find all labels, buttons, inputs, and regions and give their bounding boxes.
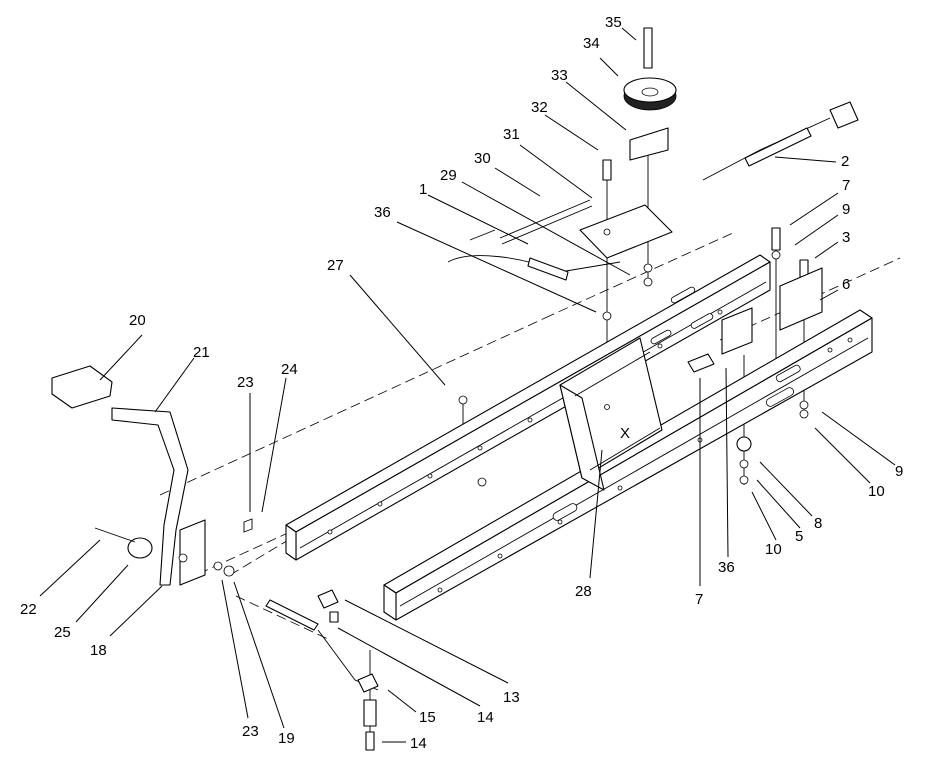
leader-lines [39,27,896,743]
right-hardware [687,227,823,485]
callout-31: 32 [531,99,548,116]
callout-10-center: 10 [765,541,782,558]
cables-and-springs [447,101,859,281]
brake-rod [265,395,487,751]
callout-36: 36 [718,559,735,576]
callout-9-upper: 9 [842,201,850,218]
callout-28: 29 [440,167,457,184]
brake-pedal-assembly [51,365,253,586]
callout-6: 6 [842,276,850,293]
callout-27: 28 [575,583,592,600]
callout-34: 35 [605,14,622,31]
hidden-marker: X [620,425,630,442]
callout-29: 30 [474,150,491,167]
callout-8: 8 [814,515,822,532]
callout-4: 7 [842,177,850,194]
callout-23-upper: 23 [237,374,254,391]
callout-5: 5 [795,528,803,545]
pulley-assembly [579,27,677,321]
callout-7: 7 [695,591,703,608]
callout-32: 33 [551,67,568,84]
callout-1: 1 [419,181,427,198]
centerlines [159,140,901,735]
callout-10-right: 10 [868,483,885,500]
callout-9-lower: 9 [895,463,903,480]
callout-2: 2 [841,153,849,170]
callout-15: 15 [419,709,436,726]
callout-35: 36 [374,204,391,221]
cross-member: X [559,337,663,491]
callout-23-lower: 23 [242,723,259,740]
callout-25: 25 [54,624,71,641]
callout-14-lower: 14 [410,735,427,752]
left-frame-rail [285,254,771,561]
callout-14-upper: 14 [477,709,494,726]
callout-24: 24 [281,361,298,378]
callout-13: 13 [503,689,520,706]
callout-20: 20 [129,312,146,329]
callout-30: 31 [503,126,520,143]
right-frame-rail [383,309,873,621]
callout-19: 19 [278,730,295,747]
callout-3: 3 [842,229,850,246]
callout-33: 34 [583,35,600,52]
callout-26: 27 [327,257,344,274]
callout-labels: 35 34 33 32 31 30 29 1 36 27 2 7 9 3 6 9… [20,14,903,752]
callout-21: 21 [193,344,210,361]
callout-18: 18 [90,642,107,659]
callout-22: 22 [20,601,37,618]
